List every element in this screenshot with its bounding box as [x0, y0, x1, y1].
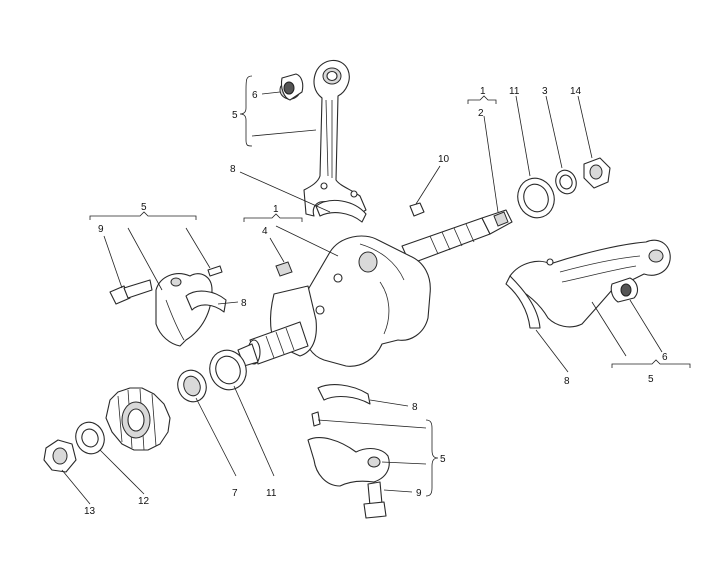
connecting-rod-upper	[303, 59, 367, 217]
washer-3	[555, 169, 577, 195]
shim-washer-11-upper	[517, 177, 555, 219]
bracket-5-top	[239, 75, 253, 147]
callout-8-left: 8	[241, 298, 247, 309]
rod-cap-left	[155, 273, 213, 347]
bracket-1-left	[243, 213, 303, 222]
callout-14: 14	[570, 86, 582, 97]
small-end-bush-upper	[279, 73, 304, 101]
crankshaft	[237, 209, 513, 367]
dowel-bottom	[311, 411, 321, 427]
callout-5-bottom: 5	[440, 454, 446, 465]
callout-9-left: 9	[98, 224, 104, 235]
bracket-5-bottom	[425, 419, 439, 497]
callout-9-bottom: 9	[416, 488, 422, 499]
plug-2	[493, 211, 509, 227]
callout-12: 12	[138, 496, 150, 507]
callout-7: 7	[232, 488, 238, 499]
washer-12	[75, 421, 105, 455]
callout-6-right: 6	[662, 352, 668, 363]
connecting-rod-right	[509, 239, 671, 328]
bracket-5-left	[89, 211, 197, 220]
bracket-5-right	[611, 359, 691, 368]
callout-5-right: 5	[648, 374, 654, 385]
bolt-9-left	[109, 279, 153, 305]
bracket-1-right	[467, 95, 497, 104]
dowel-left	[207, 265, 223, 277]
callout-10: 10	[438, 154, 450, 165]
bearing-shell-upper	[315, 199, 367, 223]
callout-11-top: 11	[509, 86, 520, 97]
callout-5-top: 5	[232, 110, 238, 121]
spacer-7	[177, 369, 207, 403]
nut-13	[43, 439, 77, 473]
rod-cap-bottom	[307, 437, 390, 487]
callout-6-top: 6	[252, 90, 258, 101]
nut-14	[583, 157, 611, 189]
bearing-shell-left	[185, 290, 227, 313]
bearing-shell-right	[505, 275, 541, 329]
plug-screw-4	[275, 261, 293, 277]
callout-numbers: 5 6 8 1 4 5 9 8 10 1 2 11 3 14 6 5 8 8 5…	[84, 86, 668, 517]
callout-13: 13	[84, 506, 96, 517]
callout-8-top: 8	[230, 164, 236, 175]
leader-lines	[61, 91, 663, 505]
bearing-shell-bottom	[317, 384, 371, 405]
callout-11-bottom: 11	[266, 488, 277, 499]
small-end-bush-right	[610, 277, 639, 303]
callout-1-left: 1	[273, 204, 279, 215]
callout-3: 3	[542, 86, 548, 97]
shim-washer-11-lower	[209, 349, 247, 391]
bolt-9-bottom	[363, 481, 387, 519]
dowel-pin-10	[409, 202, 425, 217]
callout-8-right: 8	[564, 376, 570, 387]
callout-4: 4	[262, 226, 268, 237]
callout-5-left: 5	[141, 202, 147, 213]
callout-8-bottom: 8	[412, 402, 418, 413]
callout-1-right: 1	[480, 86, 486, 97]
callout-2: 2	[478, 108, 484, 119]
timing-gear	[105, 387, 171, 451]
